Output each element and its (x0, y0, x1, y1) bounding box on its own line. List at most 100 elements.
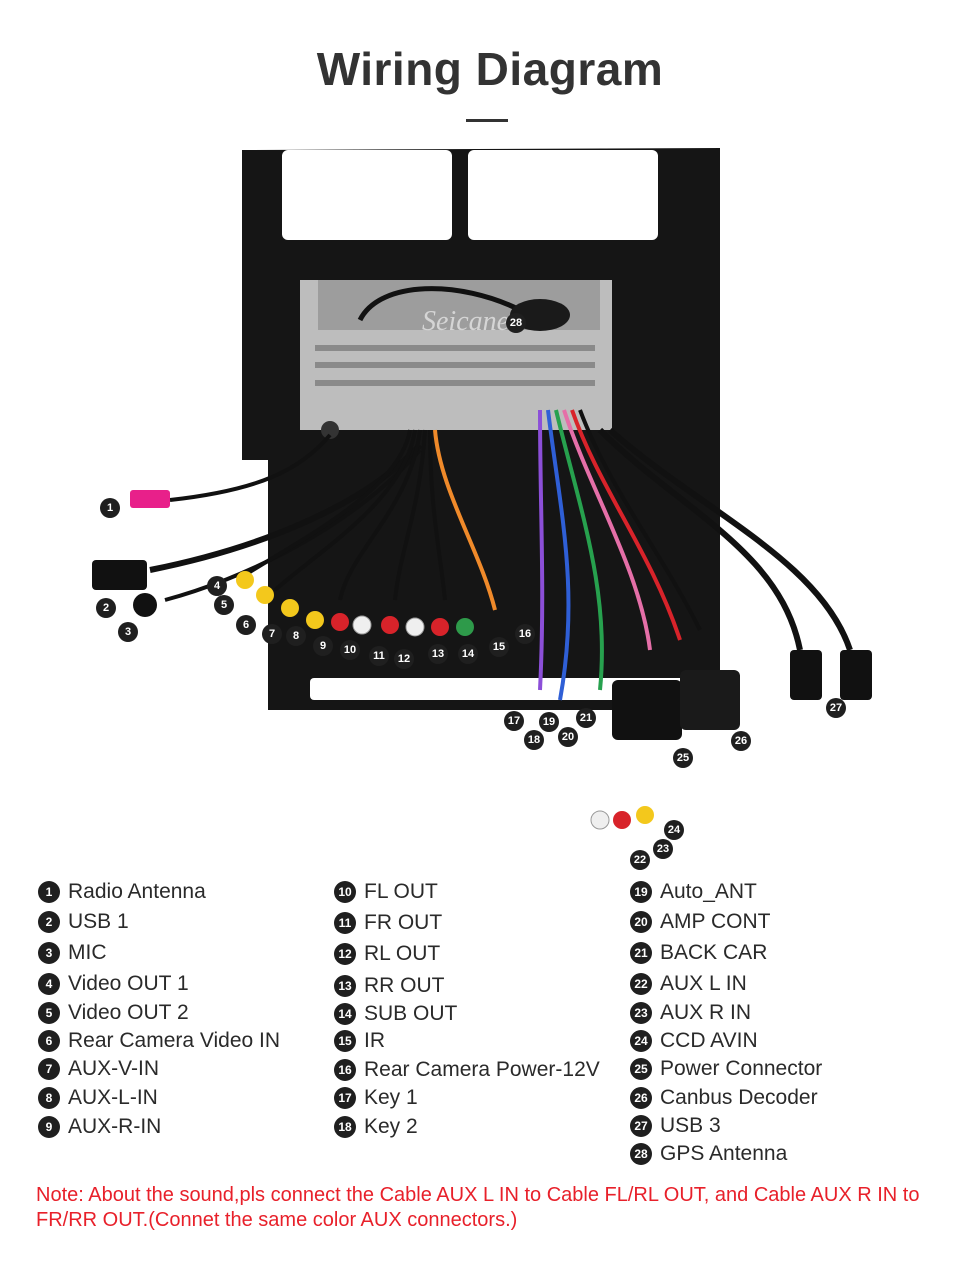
legend-number-badge: 20 (630, 911, 652, 933)
frame-window-right (468, 150, 658, 240)
legend-number-badge: 15 (334, 1030, 356, 1052)
legend-number-badge: 22 (630, 973, 652, 995)
diagram-callout-14: 14 (458, 644, 478, 664)
legend-item: 4 Video OUT 1 (38, 972, 189, 996)
diagram-callout-19: 19 (539, 712, 559, 732)
diagram-callout-2: 2 (96, 598, 116, 618)
radio-antenna-jack (321, 421, 339, 439)
gps-antenna-cable (357, 286, 522, 322)
diagram-callout-9: 9 (313, 636, 333, 656)
power-connector (612, 680, 682, 740)
legend-number-badge: 18 (334, 1116, 356, 1138)
diagram-callout-16: 16 (515, 624, 535, 644)
legend-item: 24 CCD AVIN (630, 1029, 758, 1053)
legend-item: 28 GPS Antenna (630, 1142, 787, 1166)
legend-number-badge: 25 (630, 1058, 652, 1080)
title-underline (466, 119, 508, 122)
legend-item: 20 AMP CONT (630, 910, 770, 934)
legend-number-badge: 19 (630, 881, 652, 903)
legend-label: AUX-V-IN (68, 1057, 160, 1080)
legend-number-badge: 26 (630, 1087, 652, 1109)
mic-plug (133, 593, 157, 617)
note-text: Note: About the sound,pls connect the Ca… (36, 1184, 920, 1231)
legend-item: 13 RR OUT (334, 974, 445, 998)
legend-label: Power Connector (660, 1057, 823, 1080)
legend-label: AMP CONT (660, 910, 771, 933)
diagram-callout-12: 12 (394, 649, 414, 669)
radio-antenna-plug (130, 490, 170, 508)
legend-label: AUX R IN (660, 1001, 752, 1024)
legend-label: Video OUT 2 (68, 1001, 189, 1024)
legend-label: GPS Antenna (660, 1142, 788, 1165)
legend-item: 18 Key 2 (334, 1115, 418, 1139)
rca-plugs-bottom (590, 806, 654, 830)
diagram-callout-27: 27 (826, 698, 846, 718)
legend-number-badge: 1 (38, 881, 60, 903)
legend-number-badge: 3 (38, 942, 60, 964)
diagram-callout-5: 5 (214, 595, 234, 615)
legend-number-badge: 10 (334, 881, 356, 903)
diagram-callout-13: 13 (428, 644, 448, 664)
legend-label: Key 1 (364, 1086, 418, 1109)
legend-number-badge: 14 (334, 1003, 356, 1025)
legend-label: CCD AVIN (660, 1029, 758, 1052)
rca-plugs-left (236, 571, 474, 637)
diagram-callout-11: 11 (369, 646, 389, 666)
legend-number-badge: 28 (630, 1143, 652, 1165)
legend-item: 17 Key 1 (334, 1086, 418, 1110)
legend-item: 15 IR (334, 1029, 385, 1053)
diagram-callout-23: 23 (653, 839, 673, 859)
legend-label: RR OUT (364, 974, 445, 997)
legend-label: Key 2 (364, 1115, 418, 1138)
page-title: Wiring Diagram (316, 43, 664, 95)
frame-lower-slot (310, 678, 690, 700)
legend-item: 21 BACK CAR (630, 941, 767, 965)
legend-number-badge: 24 (630, 1030, 652, 1052)
diagram-callout-8: 8 (286, 626, 306, 646)
legend-label: FR OUT (364, 911, 443, 934)
wiring-diagram-illustration: Seicane (92, 148, 872, 830)
legend-number-badge: 23 (630, 1002, 652, 1024)
diagram-callout-6: 6 (236, 615, 256, 635)
legend-label: Canbus Decoder (660, 1086, 818, 1109)
legend-number-badge: 21 (630, 942, 652, 964)
diagram-callout-4: 4 (207, 576, 227, 596)
diagram-callout-18: 18 (524, 730, 544, 750)
diagram-callout-28: 28 (506, 313, 526, 333)
legend-number-badge: 13 (334, 975, 356, 997)
legend-label: Rear Camera Power-12V (364, 1058, 600, 1081)
legend-label: MIC (68, 941, 107, 964)
frame-window-left (282, 150, 452, 240)
legend-label: IR (364, 1029, 385, 1052)
legend-item: 14 SUB OUT (334, 1002, 457, 1026)
legend-number-badge: 8 (38, 1087, 60, 1109)
legend-number-badge: 12 (334, 943, 356, 965)
diagram-callout-21: 21 (576, 708, 596, 728)
diagram-callout-25: 25 (673, 748, 693, 768)
legend-number-badge: 7 (38, 1058, 60, 1080)
legend-label: SUB OUT (364, 1002, 458, 1025)
legend-number-badge: 17 (334, 1087, 356, 1109)
legend-number-badge: 11 (334, 912, 356, 934)
legend-label: Video OUT 1 (68, 972, 189, 995)
diagram-callout-15: 15 (489, 637, 509, 657)
usb3-plug-a (790, 650, 822, 700)
usb3-plug-b (840, 650, 872, 700)
legend-number-badge: 9 (38, 1116, 60, 1138)
diagram-callout-22: 22 (630, 850, 650, 870)
usb1-plug (92, 560, 147, 590)
legend-number-badge: 4 (38, 973, 60, 995)
legend-label: BACK CAR (660, 941, 768, 964)
canbus-decoder (680, 670, 740, 730)
